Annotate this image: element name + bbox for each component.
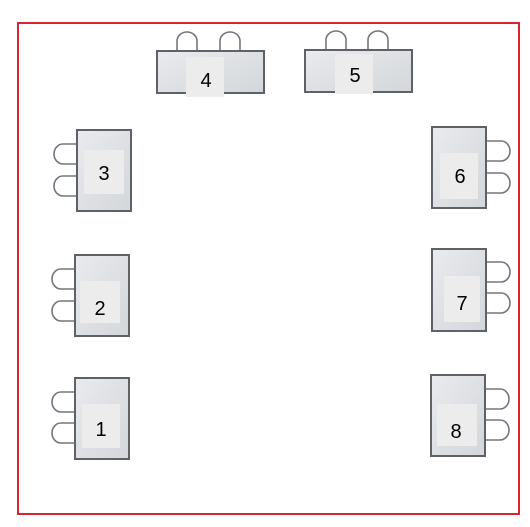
- seat-label-8: 8: [450, 421, 461, 443]
- seat-label-bg: [335, 54, 373, 94]
- workstation-7[interactable]: 7: [431, 248, 511, 332]
- workstation-5[interactable]: 5: [304, 30, 413, 94]
- chair-icon: [485, 292, 511, 314]
- chair-icon: [484, 419, 510, 441]
- chair-icon: [485, 172, 511, 194]
- seat-label-3: 3: [98, 163, 109, 185]
- chair-icon: [485, 261, 511, 283]
- seat-label-bg: [84, 150, 124, 194]
- seat-label-bg: [444, 276, 480, 322]
- workstation-1[interactable]: 1: [51, 377, 130, 460]
- chair-icon: [219, 31, 241, 52]
- chair-icon: [367, 30, 389, 51]
- chair-icon: [51, 422, 76, 444]
- workstation-3[interactable]: 3: [53, 129, 132, 212]
- chair-icon: [176, 31, 198, 52]
- workstation-8[interactable]: 8: [430, 374, 510, 457]
- seat-label-7: 7: [456, 293, 467, 315]
- chair-icon: [53, 143, 78, 165]
- chair-icon: [51, 300, 76, 322]
- seat-label-bg: [80, 281, 120, 323]
- chair-icon: [51, 391, 76, 413]
- chair-icon: [325, 30, 347, 51]
- seat-label-bg: [186, 57, 224, 97]
- seat-label-bg: [82, 404, 120, 448]
- chair-icon: [53, 175, 78, 197]
- workstation-6[interactable]: 6: [431, 126, 511, 209]
- chair-icon: [484, 388, 510, 410]
- chair-icon: [51, 268, 76, 290]
- seat-label-5: 5: [349, 65, 360, 87]
- seat-label-6: 6: [454, 166, 465, 188]
- workstation-2[interactable]: 2: [51, 254, 130, 337]
- seat-label-bg: [437, 404, 477, 446]
- seat-label-1: 1: [95, 419, 106, 441]
- seat-label-2: 2: [94, 298, 105, 320]
- seat-label-bg: [440, 153, 478, 199]
- seat-label-4: 4: [200, 70, 211, 92]
- workstation-4[interactable]: 4: [156, 31, 265, 97]
- chair-icon: [485, 140, 511, 162]
